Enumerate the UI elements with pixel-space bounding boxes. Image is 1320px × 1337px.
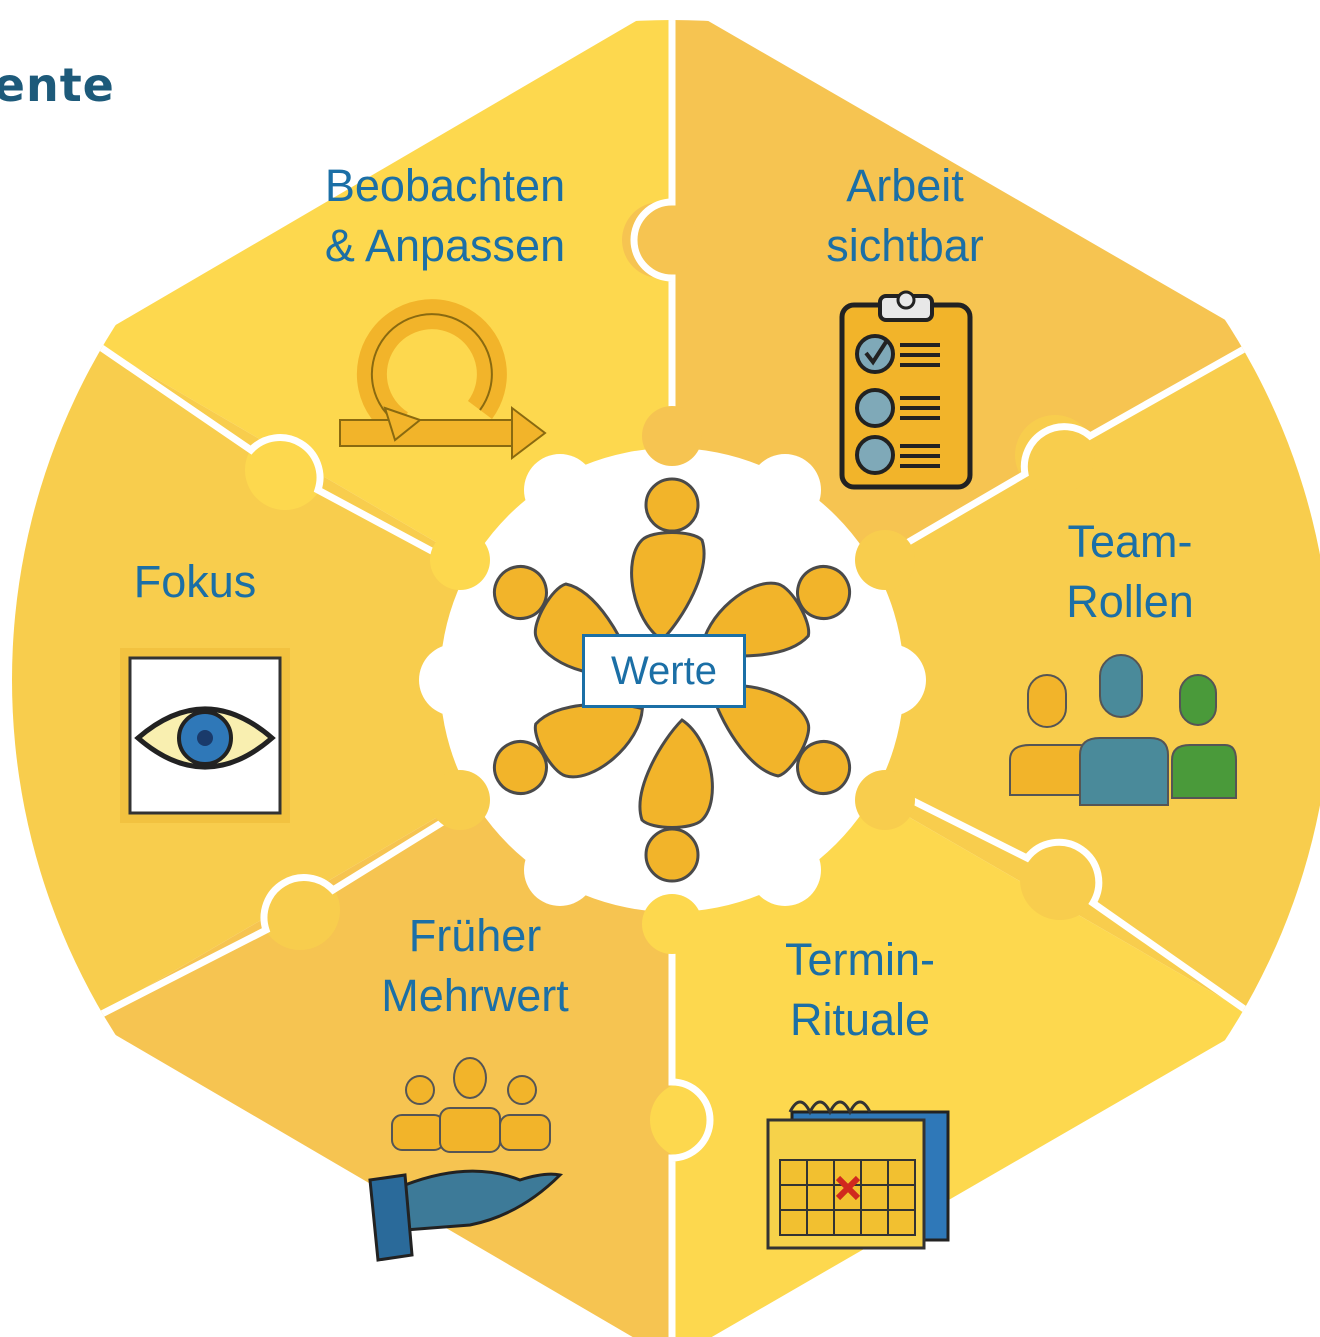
segment-label-frueher: Früher Mehrwert (335, 906, 615, 1026)
hand-people-icon (368, 1057, 564, 1262)
label-line: Arbeit (846, 160, 964, 211)
segment-label-arbeit: Arbeit sichtbar (760, 156, 1050, 276)
center-values-label: Werte (582, 634, 746, 708)
label-line: & Anpassen (324, 220, 566, 271)
label-line: Beobachten (324, 160, 566, 211)
segment-fokus (12, 340, 672, 1020)
label-line: Team- (1067, 516, 1193, 567)
segment-label-beobachten: Beobachten & Anpassen (290, 156, 600, 276)
segment-label-fokus: Fokus (100, 552, 290, 612)
label-line: Mehrwert (381, 970, 569, 1021)
label-line: Termin- (784, 934, 935, 985)
divider-lines (88, 20, 1263, 1337)
calendar-icon (766, 1100, 950, 1250)
tab-bottom (650, 1082, 726, 1158)
clipboard-checklist-icon (839, 290, 973, 490)
label-line: Rituale (789, 994, 931, 1045)
team-people-icon (1009, 654, 1237, 806)
label-line: Fokus (133, 556, 257, 607)
segment-team (672, 340, 1320, 1020)
segment-label-termin: Termin- Rituale (740, 930, 980, 1050)
eye-focus-icon (120, 648, 290, 823)
center-puzzle (419, 406, 926, 954)
segment-label-team: Team- Rollen (1030, 512, 1230, 632)
label-line: Früher (408, 910, 542, 961)
label-line: Rollen (1066, 576, 1194, 627)
label-line: sichtbar (826, 220, 984, 271)
page-title: nente (0, 58, 115, 112)
cycle-arrow-icon (339, 299, 547, 461)
tab-lower-right (1020, 840, 1100, 920)
